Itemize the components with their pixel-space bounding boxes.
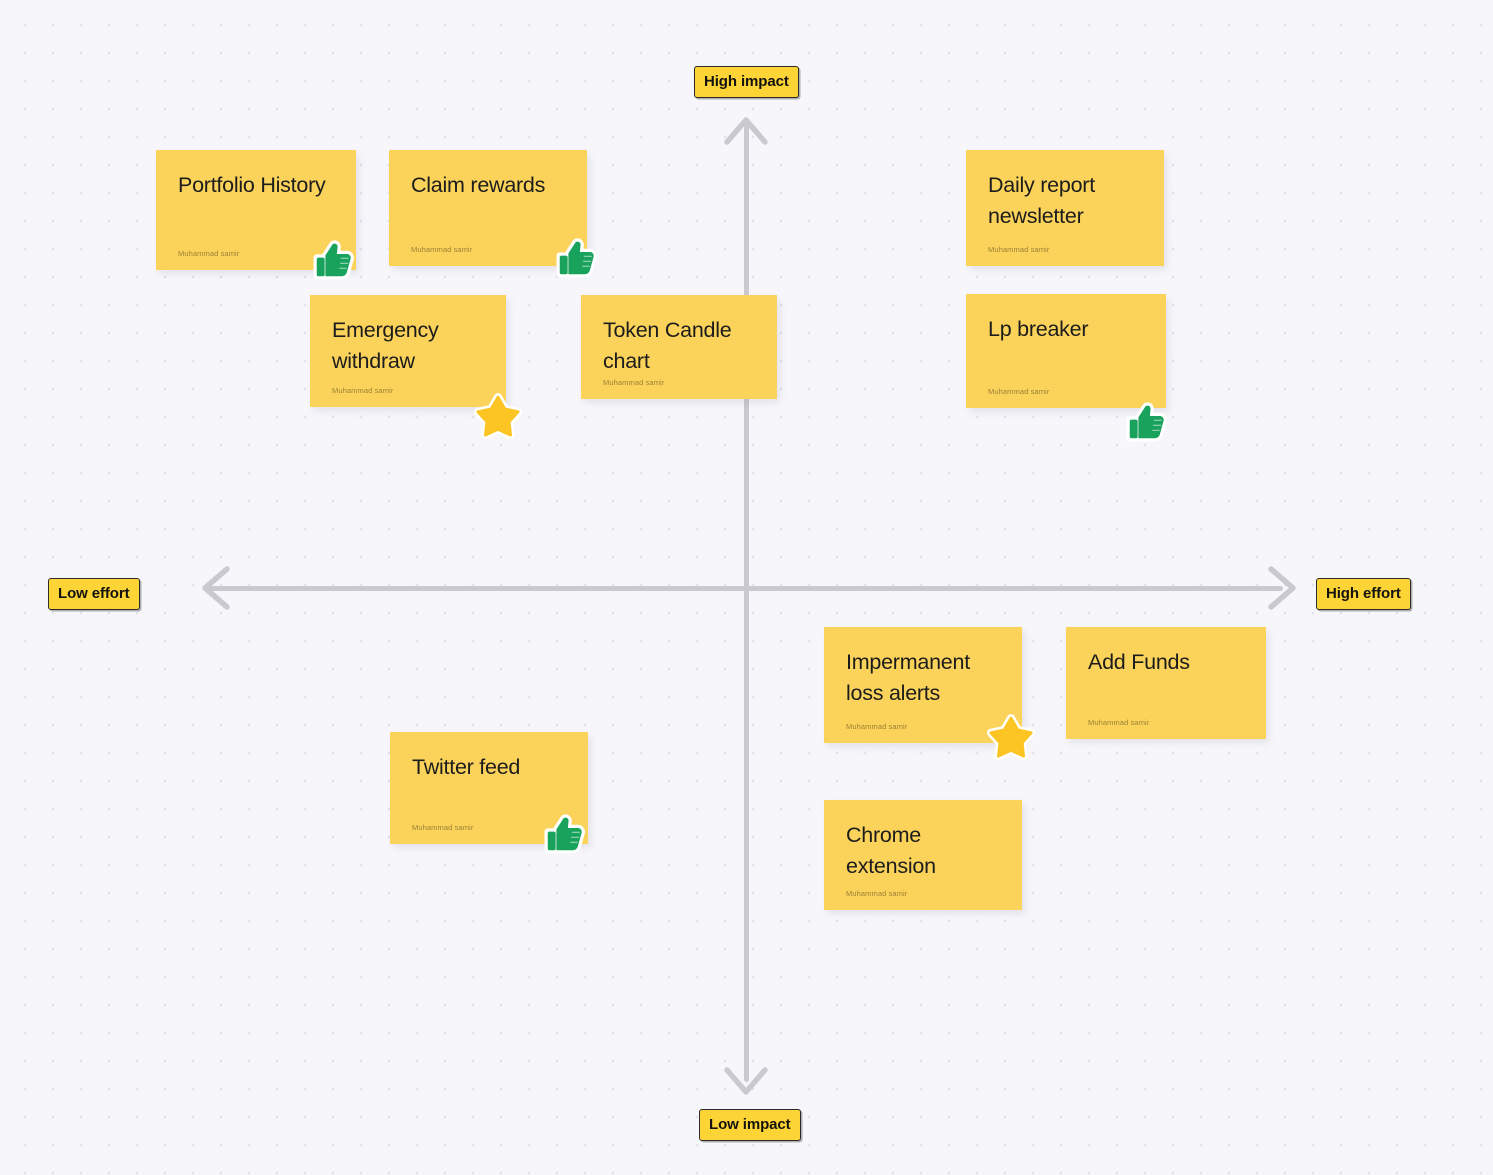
reaction-sticker-thumbs-up-icon[interactable] (542, 810, 588, 856)
sticky-note-author: Muhammad samir (178, 249, 240, 258)
axis-label-low-effort[interactable]: Low effort (48, 578, 140, 610)
sticky-note-title: Claim rewards (411, 173, 546, 197)
thumbs-up-glyph (313, 240, 354, 280)
effort-axis-line (203, 585, 1283, 591)
sticky-note-author: Muhammad samir (603, 378, 665, 387)
reaction-sticker-thumbs-up-icon[interactable] (311, 236, 357, 282)
star-glyph (473, 393, 523, 440)
thumbs-up-glyph (544, 814, 585, 854)
sticky-note-author: Muhammad samir (988, 245, 1050, 254)
sticky-note-title: Chrome extension (846, 823, 936, 878)
axis-label-low-impact[interactable]: Low impact (699, 1109, 801, 1141)
axis-label-high-effort[interactable]: High effort (1316, 578, 1411, 610)
axis-label-high-impact[interactable]: High impact (694, 66, 799, 98)
sticky-note-author: Muhammad samir (988, 387, 1050, 396)
reaction-sticker-star-icon[interactable] (473, 392, 523, 440)
sticky-note-author: Muhammad samir (411, 245, 473, 254)
sticky-note-title: Impermanent loss alerts (846, 650, 970, 705)
sticky-note-title: Twitter feed (412, 755, 521, 779)
thumbs-up-glyph (1126, 402, 1167, 442)
sticky-note-author: Muhammad samir (846, 889, 908, 898)
sticky-note-title: Portfolio History (178, 173, 326, 197)
reaction-sticker-thumbs-up-icon[interactable] (1124, 398, 1170, 444)
thumbs-up-glyph (556, 238, 597, 278)
reaction-sticker-thumbs-up-icon[interactable] (554, 234, 600, 280)
star-glyph (986, 714, 1036, 761)
impact-axis-line (743, 118, 749, 1082)
sticky-note-title: Token Candle chart (603, 318, 732, 373)
sticky-note-author: Muhammad samir (332, 386, 394, 395)
reaction-sticker-star-icon[interactable] (986, 713, 1036, 761)
sticky-note-author: Muhammad samir (846, 722, 908, 731)
sticky-note-title: Emergency withdraw (332, 318, 439, 373)
sticky-note-title: Lp breaker (988, 317, 1089, 341)
sticky-note-author: Muhammad samir (412, 823, 474, 832)
sticky-note-title: Add Funds (1088, 650, 1190, 674)
sticky-note-title: Daily report newsletter (988, 173, 1095, 228)
sticky-note-author: Muhammad samir (1088, 718, 1150, 727)
